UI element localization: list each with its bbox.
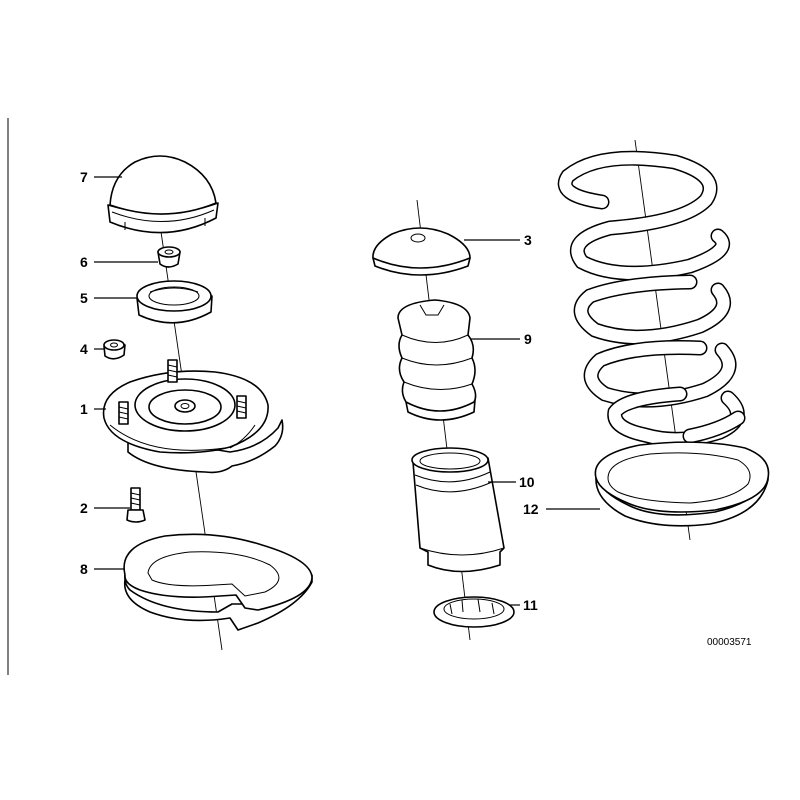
part-1-strut-mount	[102, 359, 284, 474]
part-6-nut	[157, 246, 181, 268]
callout-12: 12	[523, 501, 539, 517]
part-4-nut	[103, 339, 126, 360]
right-assembly	[557, 139, 770, 541]
callout-11: 11	[523, 597, 538, 613]
callout-9: 9	[524, 331, 532, 347]
part-11-ring	[433, 596, 515, 628]
part-8-spring-pad	[123, 533, 313, 631]
leader-lines	[94, 176, 600, 606]
callout-6: 6	[80, 254, 88, 270]
callout-4: 4	[80, 341, 88, 357]
part-12-coil-spring	[557, 150, 746, 447]
callout-labels: 7 6 5 4 1 2 8 3 9 10 11 12	[80, 169, 539, 613]
part-9-bump-stop	[397, 299, 477, 421]
part-7-cap	[107, 155, 219, 234]
part-3-cap-washer	[372, 227, 471, 276]
callout-2: 2	[80, 500, 88, 516]
part-10-protective-tube	[411, 447, 505, 573]
callout-1: 1	[80, 401, 88, 417]
diagram-reference-number: 00003571	[707, 637, 752, 648]
part-5-bearing	[136, 280, 213, 324]
callout-5: 5	[80, 290, 88, 306]
callout-10: 10	[519, 474, 535, 490]
middle-assembly	[372, 199, 515, 641]
left-assembly	[102, 155, 313, 651]
callout-3: 3	[524, 232, 532, 248]
part-12-spring-seat	[594, 441, 770, 527]
part-2-bolt	[126, 487, 146, 523]
callout-7: 7	[80, 169, 88, 185]
callout-8: 8	[80, 561, 88, 577]
